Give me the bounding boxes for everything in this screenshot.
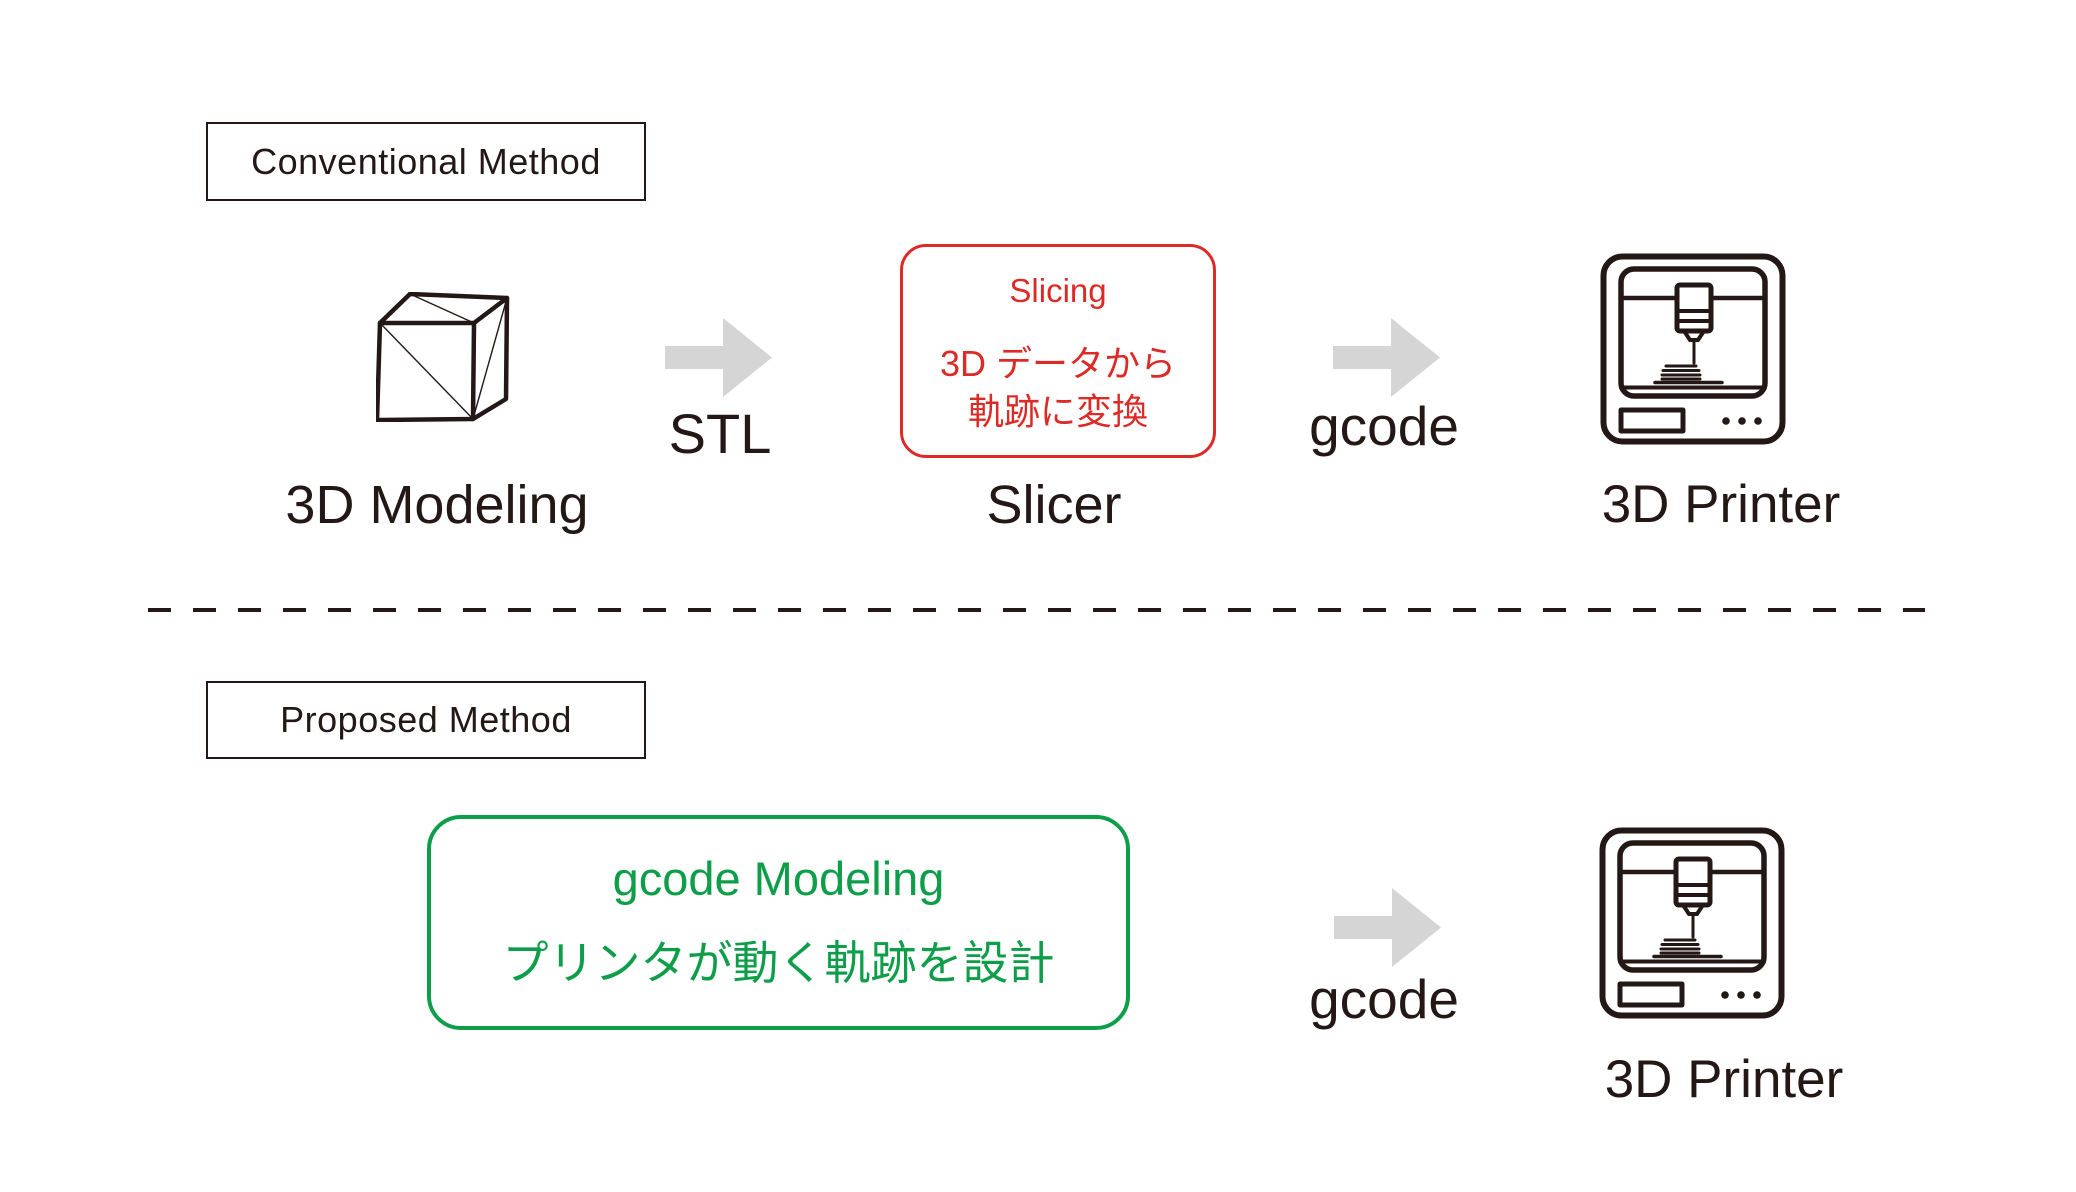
printer-icon bbox=[1599, 827, 1785, 1019]
stl-label: STL bbox=[668, 402, 772, 465]
gcode-label-bottom: gcode bbox=[1309, 968, 1459, 1030]
proposed-method-label-box: Proposed Method bbox=[206, 681, 646, 759]
gcode-arrow-icon bbox=[1333, 318, 1440, 397]
stl-arrow-icon bbox=[665, 318, 772, 397]
slicing-box-title: Slicing bbox=[1009, 272, 1107, 309]
slicing-box: Slicing 3D データから 軌跡に変換 bbox=[900, 244, 1216, 458]
conventional-method-label: Conventional Method bbox=[251, 140, 601, 182]
printer-label-top: 3D Printer bbox=[1601, 475, 1841, 534]
proposed-method-label: Proposed Method bbox=[280, 699, 572, 740]
gcode-label-top: gcode bbox=[1309, 395, 1459, 457]
slicer-label: Slicer bbox=[986, 475, 1122, 535]
printer-label-bottom: 3D Printer bbox=[1604, 1050, 1844, 1109]
gcode-modeling-box-description: プリンタが動く軌跡を設計 bbox=[502, 937, 1055, 989]
conventional-method-label-box: Conventional Method bbox=[206, 122, 646, 201]
gcode-modeling-box: gcode Modeling プリンタが動く軌跡を設計 bbox=[427, 815, 1130, 1030]
dashed-divider-line bbox=[148, 608, 1925, 612]
cube-mesh-icon bbox=[376, 292, 510, 422]
gcode-modeling-box-title: gcode Modeling bbox=[612, 852, 945, 905]
slicing-box-description: 3D データから 軌跡に変換 bbox=[903, 340, 1213, 436]
slicing-desc-line1: 3D データから bbox=[939, 343, 1177, 384]
printer-icon bbox=[1600, 253, 1786, 445]
gcode-arrow-icon bbox=[1334, 888, 1441, 967]
slicing-desc-line2: 軌跡に変換 bbox=[967, 391, 1148, 432]
modeling-label: 3D Modeling bbox=[285, 475, 589, 535]
